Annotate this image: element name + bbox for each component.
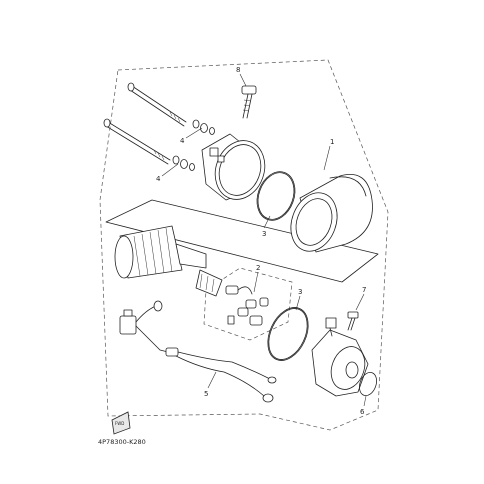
callout-5: 5 <box>204 390 208 398</box>
through-bolt-lower <box>103 118 171 165</box>
callout-7: 7 <box>362 286 366 294</box>
screw-part-8 <box>241 85 257 119</box>
svg-text:FWD: FWD <box>115 421 124 426</box>
armature <box>114 225 223 297</box>
callout-3a: 3 <box>262 230 266 238</box>
o-ring-lower <box>267 307 309 361</box>
callout-2: 2 <box>256 264 260 272</box>
leader-4a <box>185 127 203 139</box>
fwd-direction-mark: FWD <box>111 411 131 435</box>
callout-4a: 4 <box>180 137 185 145</box>
washer-set-lower <box>172 155 195 171</box>
rear-end-cover <box>311 317 369 397</box>
callout-3b: 3 <box>298 288 302 296</box>
callout-4b: 4 <box>156 175 161 183</box>
leader-3a <box>263 215 271 229</box>
brush-set <box>225 285 269 326</box>
leader-4b <box>161 163 179 177</box>
callout-1: 1 <box>330 138 334 146</box>
assembly-outline <box>99 59 389 431</box>
bolt-part-7 <box>347 311 359 331</box>
part-code-label: 4P78300-K280 <box>98 438 146 446</box>
lead-wire-harness <box>119 300 277 403</box>
brush-group-outline <box>203 267 293 341</box>
leader-5 <box>207 371 217 389</box>
through-bolt-upper <box>127 82 187 127</box>
armature-plane-outline <box>105 199 379 283</box>
front-cover-housing <box>201 133 266 201</box>
leader-6 <box>363 395 367 407</box>
leader-3b <box>295 295 301 311</box>
o-ring-upper-inner <box>257 172 295 220</box>
yoke-body <box>290 174 373 253</box>
leader-7 <box>355 293 365 311</box>
leader-2 <box>253 271 259 293</box>
leader-8 <box>239 73 247 87</box>
callout-6: 6 <box>360 408 365 416</box>
leader-1 <box>323 145 331 171</box>
callout-8: 8 <box>236 66 240 74</box>
o-ring-part-6 <box>359 371 377 397</box>
o-ring-upper <box>256 171 296 221</box>
o-ring-lower-inner <box>268 308 308 360</box>
washer-set-upper <box>192 119 215 135</box>
